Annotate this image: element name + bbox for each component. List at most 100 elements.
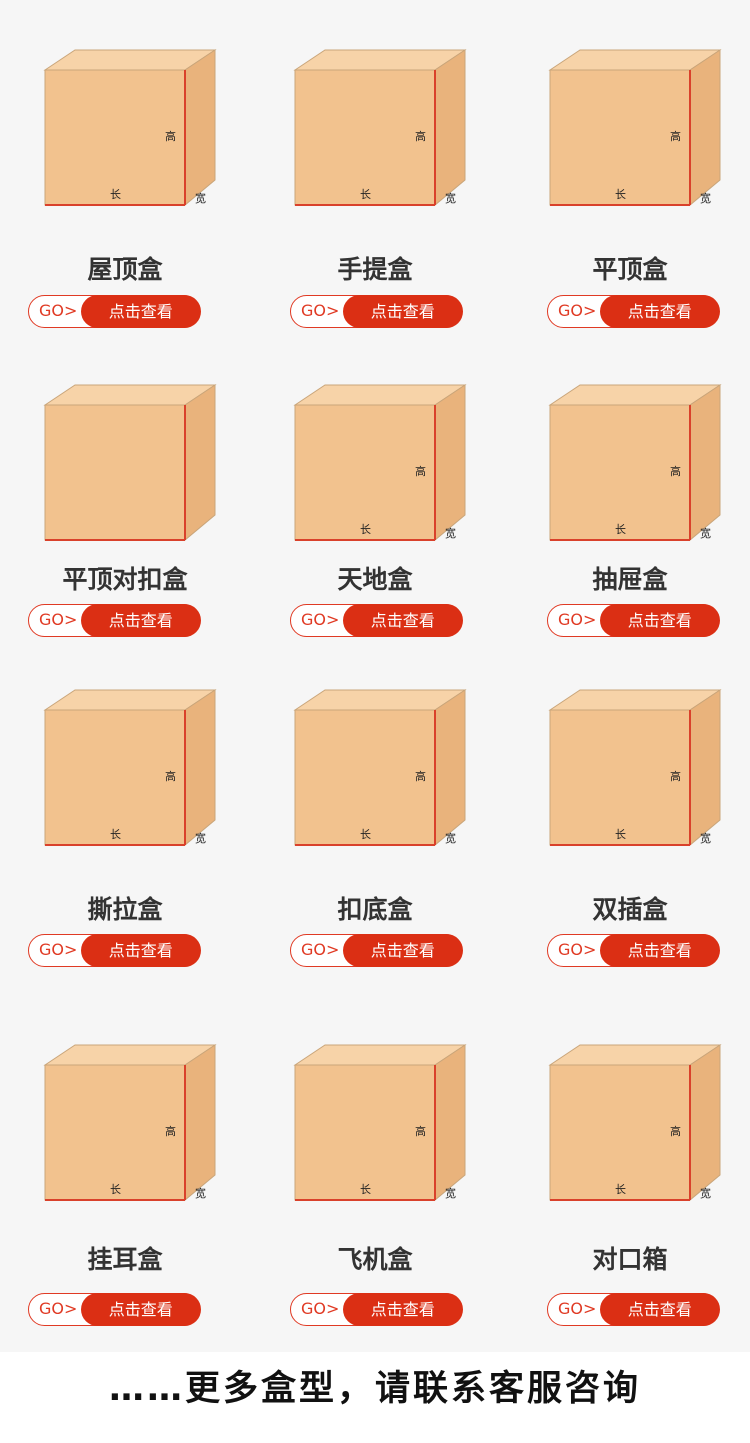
dimension-label: 长	[110, 188, 121, 201]
dimension-label: 长	[110, 828, 121, 841]
view-details-button[interactable]: GO> 点击查看	[290, 1292, 463, 1326]
box-type-title: 抽屉盒	[592, 565, 668, 594]
dimension-label: 长	[360, 188, 371, 201]
box-illustration: 高长宽	[548, 689, 722, 847]
view-details-button[interactable]: GO> 点击查看	[547, 1292, 720, 1326]
view-label: 点击查看	[81, 603, 201, 637]
view-details-button[interactable]: GO> 点击查看	[28, 294, 201, 328]
view-label: 点击查看	[81, 1292, 201, 1326]
view-details-button[interactable]: GO> 点击查看	[28, 933, 201, 967]
view-label: 点击查看	[343, 603, 463, 637]
box-illustration: 高长 宽	[293, 689, 467, 847]
box-illustration: 高长 宽	[548, 1044, 722, 1202]
dimension-label: 宽	[700, 831, 711, 845]
dimension-label: 长	[360, 828, 371, 841]
box-type-card: 高长 宽 飞机盒 GO> 点击查看	[250, 1015, 500, 1345]
box-type-title: 手提盒	[337, 255, 413, 284]
go-label: GO>	[301, 940, 340, 959]
box-type-grid: 高长宽 屋顶盒 GO> 点击查看 高长宽 手提盒 GO> 点击查看 高长宽 平顶…	[0, 20, 750, 1345]
go-label: GO>	[39, 610, 78, 629]
box-type-card: 高长宽 双插盒 GO> 点击查看	[505, 660, 750, 990]
box-type-card: 平顶对扣盒 GO> 点击查看	[0, 355, 250, 685]
view-label: 点击查看	[81, 933, 201, 967]
box-illustration: 高长 宽	[43, 689, 217, 847]
view-label: 点击查看	[600, 933, 720, 967]
dimension-label: 高	[415, 769, 426, 783]
dimension-label: 高	[165, 769, 176, 783]
view-details-button[interactable]: GO> 点击查看	[28, 603, 201, 637]
go-label: GO>	[301, 1299, 340, 1318]
box-type-title: 飞机盒	[337, 1245, 413, 1274]
box-type-title: 对口箱	[592, 1245, 668, 1274]
box-type-title: 双插盒	[592, 895, 668, 924]
box-illustration	[43, 384, 217, 542]
dimension-label: 宽	[700, 526, 711, 540]
box-illustration: 高长 宽	[293, 384, 467, 542]
go-label: GO>	[39, 940, 78, 959]
view-label: 点击查看	[81, 294, 201, 328]
box-illustration: 高长 宽	[548, 49, 722, 207]
view-details-button[interactable]: GO> 点击查看	[290, 603, 463, 637]
dimension-label: 高	[415, 464, 426, 478]
box-type-title: 挂耳盒	[87, 1245, 163, 1274]
dimension-label: 宽	[700, 1186, 711, 1200]
view-details-button[interactable]: GO> 点击查看	[290, 933, 463, 967]
dimension-label: 高	[670, 1124, 681, 1138]
dimension-label: 长	[615, 188, 626, 201]
box-illustration: 高长 宽	[293, 1044, 467, 1202]
go-label: GO>	[558, 1299, 597, 1318]
view-details-button[interactable]: GO> 点击查看	[290, 294, 463, 328]
view-details-button[interactable]: GO> 点击查看	[547, 294, 720, 328]
box-type-card: 高长宽 手提盒 GO> 点击查看	[250, 20, 500, 350]
dimension-label: 长	[360, 1183, 371, 1196]
view-label: 点击查看	[343, 1292, 463, 1326]
box-type-title: 扣底盒	[337, 895, 413, 924]
dimension-label: 高	[670, 129, 681, 143]
dimension-label: 宽	[700, 191, 711, 205]
dimension-label: 宽	[195, 1186, 206, 1200]
dimension-label: 长	[615, 523, 626, 536]
dimension-label: 宽	[195, 831, 206, 845]
dimension-label: 宽	[445, 831, 456, 845]
view-details-button[interactable]: GO> 点击查看	[547, 933, 720, 967]
box-type-card: 高长 宽 屋顶盒 GO> 点击查看	[0, 20, 250, 350]
go-label: GO>	[39, 301, 78, 320]
box-type-title: 屋顶盒	[87, 255, 163, 284]
box-type-card: 高长 宽 挂耳盒 GO> 点击查看	[0, 1015, 250, 1345]
dimension-label: 长	[615, 828, 626, 841]
box-illustration: 高长 宽	[548, 384, 722, 542]
dimension-label: 长	[360, 523, 371, 536]
box-type-title: 平顶盒	[592, 255, 668, 284]
view-details-button[interactable]: GO> 点击查看	[28, 1292, 201, 1326]
dimension-label: 长	[110, 1183, 121, 1196]
box-type-card: 高长宽 天地盒 GO> 点击查看	[250, 355, 500, 685]
go-label: GO>	[558, 301, 597, 320]
view-label: 点击查看	[343, 294, 463, 328]
go-label: GO>	[558, 940, 597, 959]
box-type-title: 平顶对扣盒	[62, 565, 188, 594]
box-illustration: 高长 宽	[43, 1044, 217, 1202]
box-type-card: 高长 宽 撕拉盒 GO> 点击查看	[0, 660, 250, 990]
dimension-label: 宽	[445, 526, 456, 540]
dimension-label: 宽	[445, 1186, 456, 1200]
view-label: 点击查看	[600, 603, 720, 637]
box-type-card: 高长 宽 扣底盒 GO> 点击查看	[250, 660, 500, 990]
go-label: GO>	[39, 1299, 78, 1318]
box-type-card: 高长 宽 对口箱 GO> 点击查看	[505, 1015, 750, 1345]
go-label: GO>	[301, 301, 340, 320]
dimension-label: 高	[670, 464, 681, 478]
dimension-label: 长	[615, 1183, 626, 1196]
dimension-label: 宽	[445, 191, 456, 205]
dimension-label: 宽	[195, 191, 206, 205]
box-illustration: 高长 宽	[43, 49, 217, 207]
box-type-card: 高长 宽 平顶盒 GO> 点击查看	[505, 20, 750, 350]
view-details-button[interactable]: GO> 点击查看	[547, 603, 720, 637]
dimension-label: 高	[415, 1124, 426, 1138]
go-label: GO>	[301, 610, 340, 629]
view-label: 点击查看	[600, 1292, 720, 1326]
dimension-label: 高	[165, 129, 176, 143]
box-illustration: 高长宽	[293, 49, 467, 207]
dimension-label: 高	[165, 1124, 176, 1138]
box-type-title: 撕拉盒	[87, 895, 163, 924]
box-type-card: 高长 宽 抽屉盒 GO> 点击查看	[505, 355, 750, 685]
